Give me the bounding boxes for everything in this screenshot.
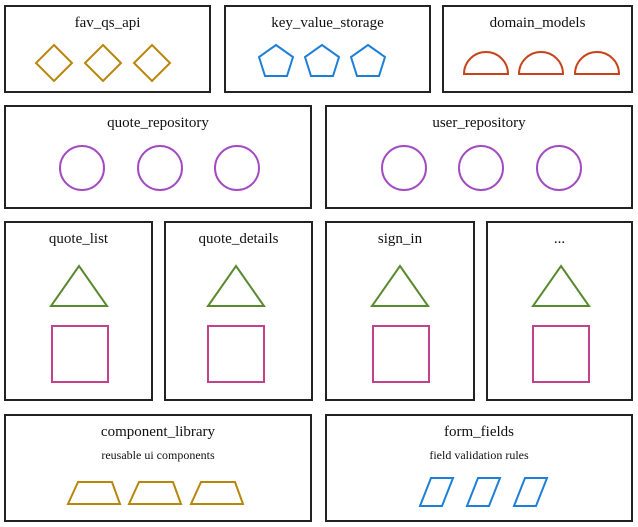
feature-quote-list: quote_list (4, 221, 153, 401)
circle-icon (381, 145, 427, 191)
feature-quote-details: quote_details (164, 221, 313, 401)
diamond-icon (34, 43, 74, 83)
module-subtitle: reusable ui components (101, 448, 215, 462)
circle-icon (137, 145, 183, 191)
triangle-icon (531, 264, 591, 307)
module-title: form_fields (444, 424, 514, 440)
module-domain-models: domain_models (442, 5, 633, 93)
module-form-fields: form_fields field validation rules (325, 414, 633, 522)
module-title: key_value_storage (271, 15, 384, 31)
circle-icon (536, 145, 582, 191)
feature-icons (370, 264, 430, 383)
feature-title: sign_in (377, 231, 423, 247)
parallelogram-icon (512, 477, 549, 507)
circle-icons (59, 145, 260, 191)
trapezoid-icons (66, 481, 245, 505)
circle-icons (381, 145, 582, 191)
feature-title: quote_list (48, 231, 109, 247)
trapezoid-icon (127, 481, 183, 505)
triangle-icon (49, 264, 109, 307)
diamond-icon (132, 43, 172, 83)
pentagon-icon (303, 43, 341, 77)
module-title: domain_models (489, 15, 586, 31)
triangle-icon (206, 264, 266, 307)
circle-icon (59, 145, 105, 191)
diamond-icons (34, 43, 172, 83)
feature-sign-in: sign_in (325, 221, 475, 401)
feature-title: ... (553, 231, 566, 247)
circle-icon (214, 145, 260, 191)
square-icon (207, 325, 265, 383)
module-key-value-storage: key_value_storage (224, 5, 431, 93)
diamond-icon (83, 43, 123, 83)
parallelogram-icons (418, 477, 549, 507)
module-quote-repository: quote_repository (4, 105, 312, 209)
module-fav-qs-api: fav_qs_api (4, 5, 211, 93)
trapezoid-icon (66, 481, 122, 505)
trapezoid-icon (189, 481, 245, 505)
circle-icon (458, 145, 504, 191)
square-icon (372, 325, 430, 383)
semicircle-icon (462, 51, 510, 75)
feature-icons (206, 264, 266, 383)
module-title: fav_qs_api (74, 15, 141, 31)
semicircle-icons (462, 51, 621, 75)
pentagon-icons (257, 43, 387, 77)
module-subtitle: field validation rules (429, 448, 529, 462)
semicircle-icon (517, 51, 565, 75)
feature-more: ... (486, 221, 633, 401)
pentagon-icon (349, 43, 387, 77)
triangle-icon (370, 264, 430, 307)
module-title: component_library (100, 424, 216, 440)
module-user-repository: user_repository (325, 105, 633, 209)
module-title: quote_repository (107, 115, 209, 131)
parallelogram-icon (418, 477, 455, 507)
module-component-library: component_library reusable ui components (4, 414, 312, 522)
semicircle-icon (573, 51, 621, 75)
square-icon (532, 325, 590, 383)
feature-icons (531, 264, 591, 383)
parallelogram-icon (465, 477, 502, 507)
feature-title: quote_details (198, 231, 279, 247)
pentagon-icon (257, 43, 295, 77)
square-icon (51, 325, 109, 383)
module-title: user_repository (432, 115, 526, 131)
feature-icons (49, 264, 109, 383)
